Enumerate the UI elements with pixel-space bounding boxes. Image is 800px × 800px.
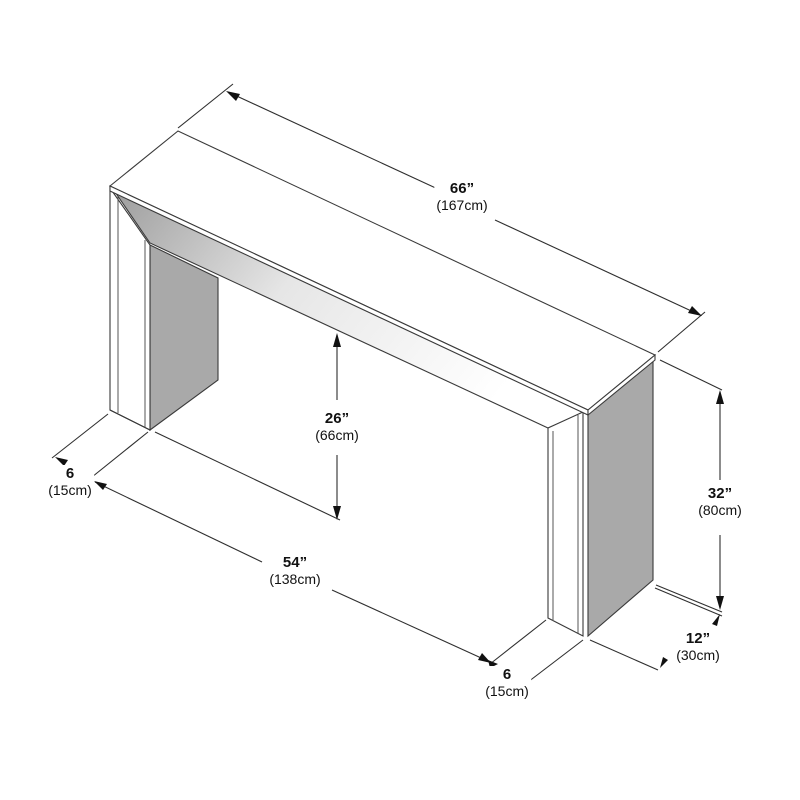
dimension-metric: (15cm) [48,482,92,499]
table-top-side-edge [587,353,656,417]
dimension-label-right-leg-width: 6 (15cm) [483,666,531,700]
dimension-imperial: 26” [324,410,350,427]
dimension-label-overall-height: 32” (80cm) [696,485,744,519]
dimension-imperial: 32” [707,485,733,502]
dimension-label-clearance-height: 26” (66cm) [313,410,361,444]
dimension-lines [51,83,724,686]
dimension-metric: (15cm) [485,683,529,700]
dimension-metric: (66cm) [315,427,359,444]
dimension-imperial: 6 [502,666,512,683]
dimension-metric: (167cm) [436,197,488,214]
console-table [108,130,657,638]
dimension-metric: (80cm) [698,502,742,519]
dimension-imperial: 66” [449,180,475,197]
dimension-metric: (30cm) [676,647,720,664]
dimension-imperial: 54” [282,554,308,571]
dimension-metric: (138cm) [269,571,321,588]
dimension-label-inner-span: 54” (138cm) [267,554,323,588]
left-leg-inner-face [149,244,219,432]
dimension-imperial: 12” [685,630,711,647]
dimension-label-overall-length: 66” (167cm) [434,180,490,214]
right-leg-front-face [547,411,584,637]
dimension-label-left-leg-width: 6 (15cm) [46,465,94,499]
dimension-imperial: 6 [65,465,75,482]
dimension-label-depth: 12” (30cm) [674,630,722,664]
